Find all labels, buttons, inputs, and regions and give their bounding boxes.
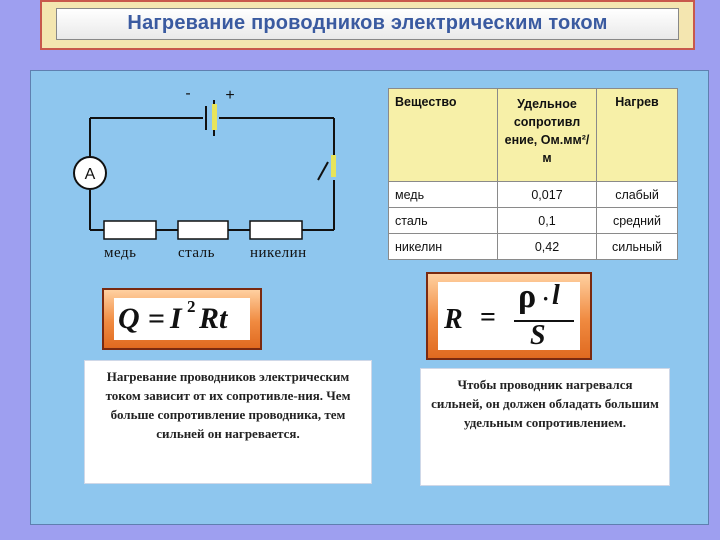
table-cell: 0,017 xyxy=(497,181,597,208)
circuit-diagram: А - + xyxy=(73,85,336,240)
joule-lenz-formula: Q = I 2 Rt xyxy=(102,288,262,350)
title-box: Нагревание проводников электрическим ток… xyxy=(56,8,679,40)
resistor-steel xyxy=(177,220,229,240)
resistor-copper xyxy=(103,220,157,240)
formula-i: I xyxy=(170,302,182,335)
table-cell: никелин xyxy=(388,233,498,260)
table-cell: сталь xyxy=(388,207,498,234)
table-cell: сильный xyxy=(596,233,678,260)
formula-box: R = ρ · l S xyxy=(438,278,580,351)
switch-lever xyxy=(317,161,329,181)
formula-l: l xyxy=(552,280,560,311)
resistor-nickeline xyxy=(249,220,303,240)
formula-q: Q xyxy=(118,302,140,335)
resistor-label-copper: медь xyxy=(104,245,137,261)
formula-r: R xyxy=(444,304,463,335)
resistivity-table: Вещество Удельное сопротивл ение, Ом.мм²… xyxy=(388,88,678,260)
formula-rho: ρ xyxy=(518,278,537,315)
switch-contact xyxy=(331,155,336,177)
note-right: Чтобы проводник нагревался сильней, он д… xyxy=(420,368,670,486)
table-header-row: Вещество Удельное сопротивл ение, Ом.мм²… xyxy=(388,88,678,182)
fraction-bar xyxy=(514,320,574,322)
battery-highlight xyxy=(212,104,217,130)
formula-dot: · xyxy=(542,286,550,311)
resistor-label-steel: сталь xyxy=(178,245,216,261)
table-header-cell: Удельное сопротивл ение, Ом.мм²/м xyxy=(497,88,597,182)
table-cell: медь xyxy=(388,181,498,208)
formula-exponent: 2 xyxy=(187,297,196,316)
table-header-cell: Вещество xyxy=(388,88,498,182)
battery-plus-label: + xyxy=(225,87,234,104)
table-header-cell: Нагрев xyxy=(596,88,678,182)
table-cell: средний xyxy=(596,207,678,234)
note-left: Нагревание проводников электрическим ток… xyxy=(84,360,372,484)
formula-s: S xyxy=(530,320,546,351)
table-cell: 0,1 xyxy=(497,207,597,234)
table-row: никелин 0,42 сильный xyxy=(388,233,678,260)
resistor-label-nickeline: никелин xyxy=(250,245,307,261)
battery-minus-label: - xyxy=(185,85,190,102)
ammeter-circle xyxy=(73,156,107,190)
formula-rt: Rt xyxy=(199,302,228,335)
formula-equals: = xyxy=(480,302,496,333)
formula-equals: = xyxy=(148,302,166,335)
title-frame: Нагревание проводников электрическим ток… xyxy=(40,0,695,50)
table-row: сталь 0,1 средний xyxy=(388,207,678,234)
ammeter-label: А xyxy=(85,166,96,183)
formula-box: Q = I 2 Rt xyxy=(114,297,250,340)
resistance-formula: R = ρ · l S xyxy=(426,272,592,360)
page-title: Нагревание проводников электрическим ток… xyxy=(127,12,608,34)
table-cell: слабый xyxy=(596,181,678,208)
table-cell: 0,42 xyxy=(497,233,597,260)
table-row: медь 0,017 слабый xyxy=(388,181,678,208)
